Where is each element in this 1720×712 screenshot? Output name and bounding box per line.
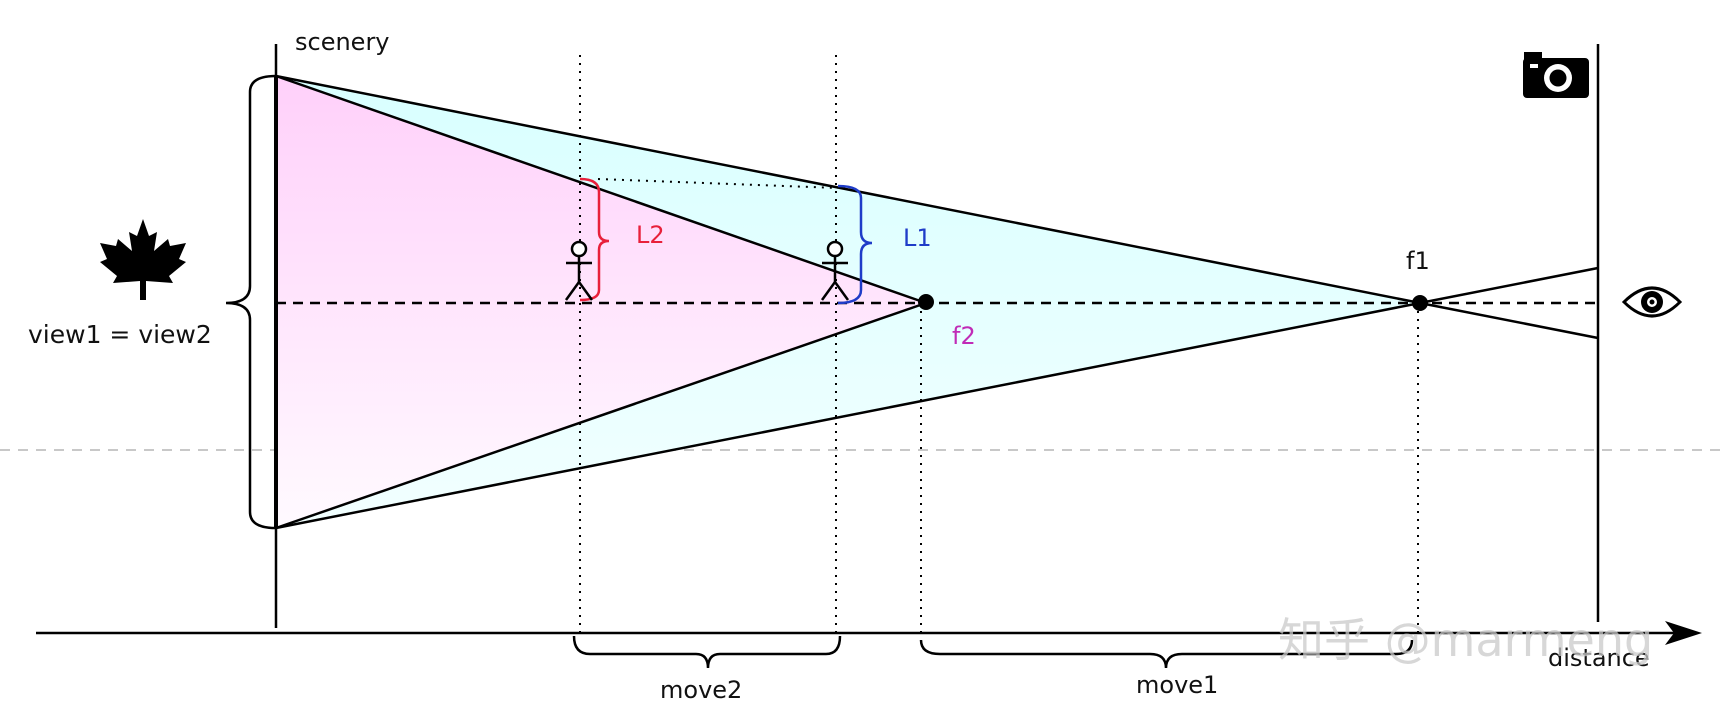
- camera-icon: [1523, 52, 1589, 98]
- L2-brace: [579, 177, 610, 302]
- move2-label: move2: [660, 676, 742, 704]
- position-guides: [579, 55, 1419, 636]
- maple-leaf-icon: [100, 219, 186, 300]
- move2-brace: [572, 635, 842, 669]
- watermark: 知乎 @marmeng: [1278, 613, 1653, 667]
- L1-brace: [837, 184, 873, 305]
- view-brace: [225, 74, 277, 530]
- distance-axis: [36, 621, 1702, 645]
- axis-arrow-icon: [1665, 621, 1702, 645]
- cone-edges: [275, 74, 1599, 530]
- view-label: view1 = view2: [28, 320, 212, 349]
- move1-brace: [919, 639, 1414, 669]
- L2-label: L2: [636, 221, 665, 249]
- scenery-label: scenery: [295, 28, 390, 56]
- f2-label: f2: [952, 322, 976, 350]
- f2-point: [918, 294, 934, 310]
- eye-icon: [1621, 286, 1683, 318]
- f1-label: f1: [1406, 247, 1430, 275]
- L1-label: L1: [903, 224, 932, 252]
- move1-label: move1: [1136, 671, 1218, 699]
- stick-figure-icon: [820, 240, 850, 301]
- distance-label: distance: [1548, 644, 1650, 672]
- stick-figure-icon: [564, 240, 594, 301]
- f1-point: [1412, 295, 1428, 311]
